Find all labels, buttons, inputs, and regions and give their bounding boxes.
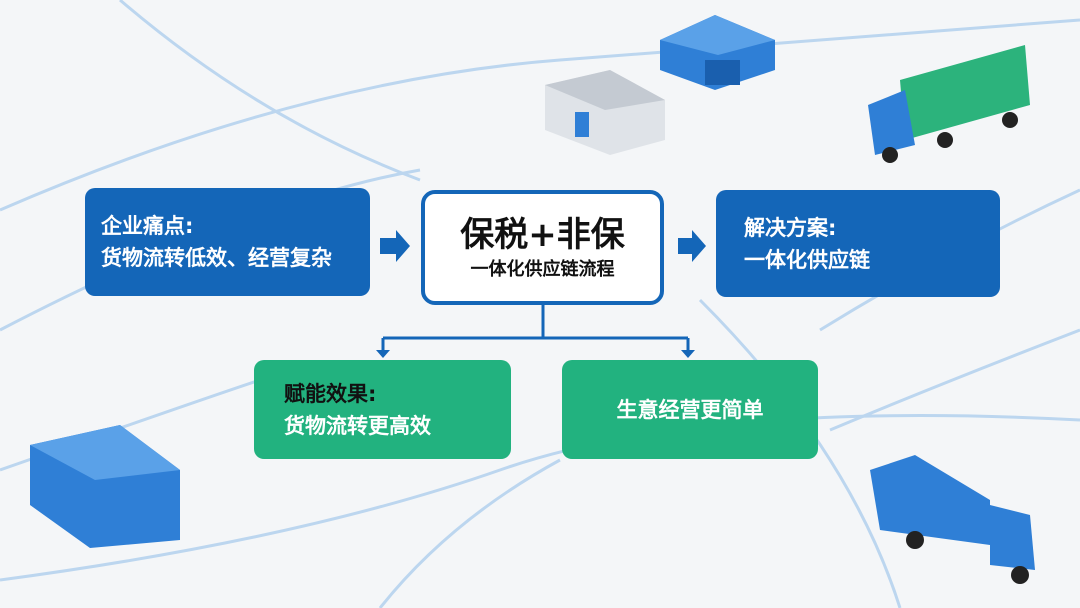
arrow-right-icon [678, 230, 706, 262]
container-icon [30, 425, 180, 548]
warehouse-blue-icon [660, 15, 775, 90]
effect-box: 赋能效果: 货物流转更高效 [254, 360, 511, 459]
center-title: 保税+非保 [460, 214, 625, 255]
solution-title: 解决方案: [744, 215, 837, 240]
arrow-right-icon [380, 230, 410, 262]
pain-title: 企业痛点: [101, 214, 194, 238]
down-arrow-right [681, 350, 695, 358]
pain-text: 货物流转低效、经营复杂 [101, 246, 332, 270]
effect-text: 货物流转更高效 [284, 413, 431, 438]
simple-text: 生意经营更简单 [616, 397, 764, 422]
solution-text: 一体化供应链 [744, 247, 870, 272]
core-process-box: 保税+非保 一体化供应链流程 [421, 190, 664, 305]
down-arrow-left [376, 350, 390, 358]
warehouse-gray-icon [545, 70, 665, 155]
pain-point-box: 企业痛点: 货物流转低效、经营复杂 [85, 188, 370, 296]
center-subtitle: 一体化供应链流程 [470, 258, 615, 280]
solution-box: 解决方案: 一体化供应链 [716, 190, 1000, 297]
connector-lines [381, 305, 690, 352]
truck-blue-icon [870, 455, 1035, 584]
simple-box: 生意经营更简单 [562, 360, 818, 459]
effect-title: 赋能效果: [284, 381, 377, 406]
truck-green-icon [868, 45, 1030, 163]
